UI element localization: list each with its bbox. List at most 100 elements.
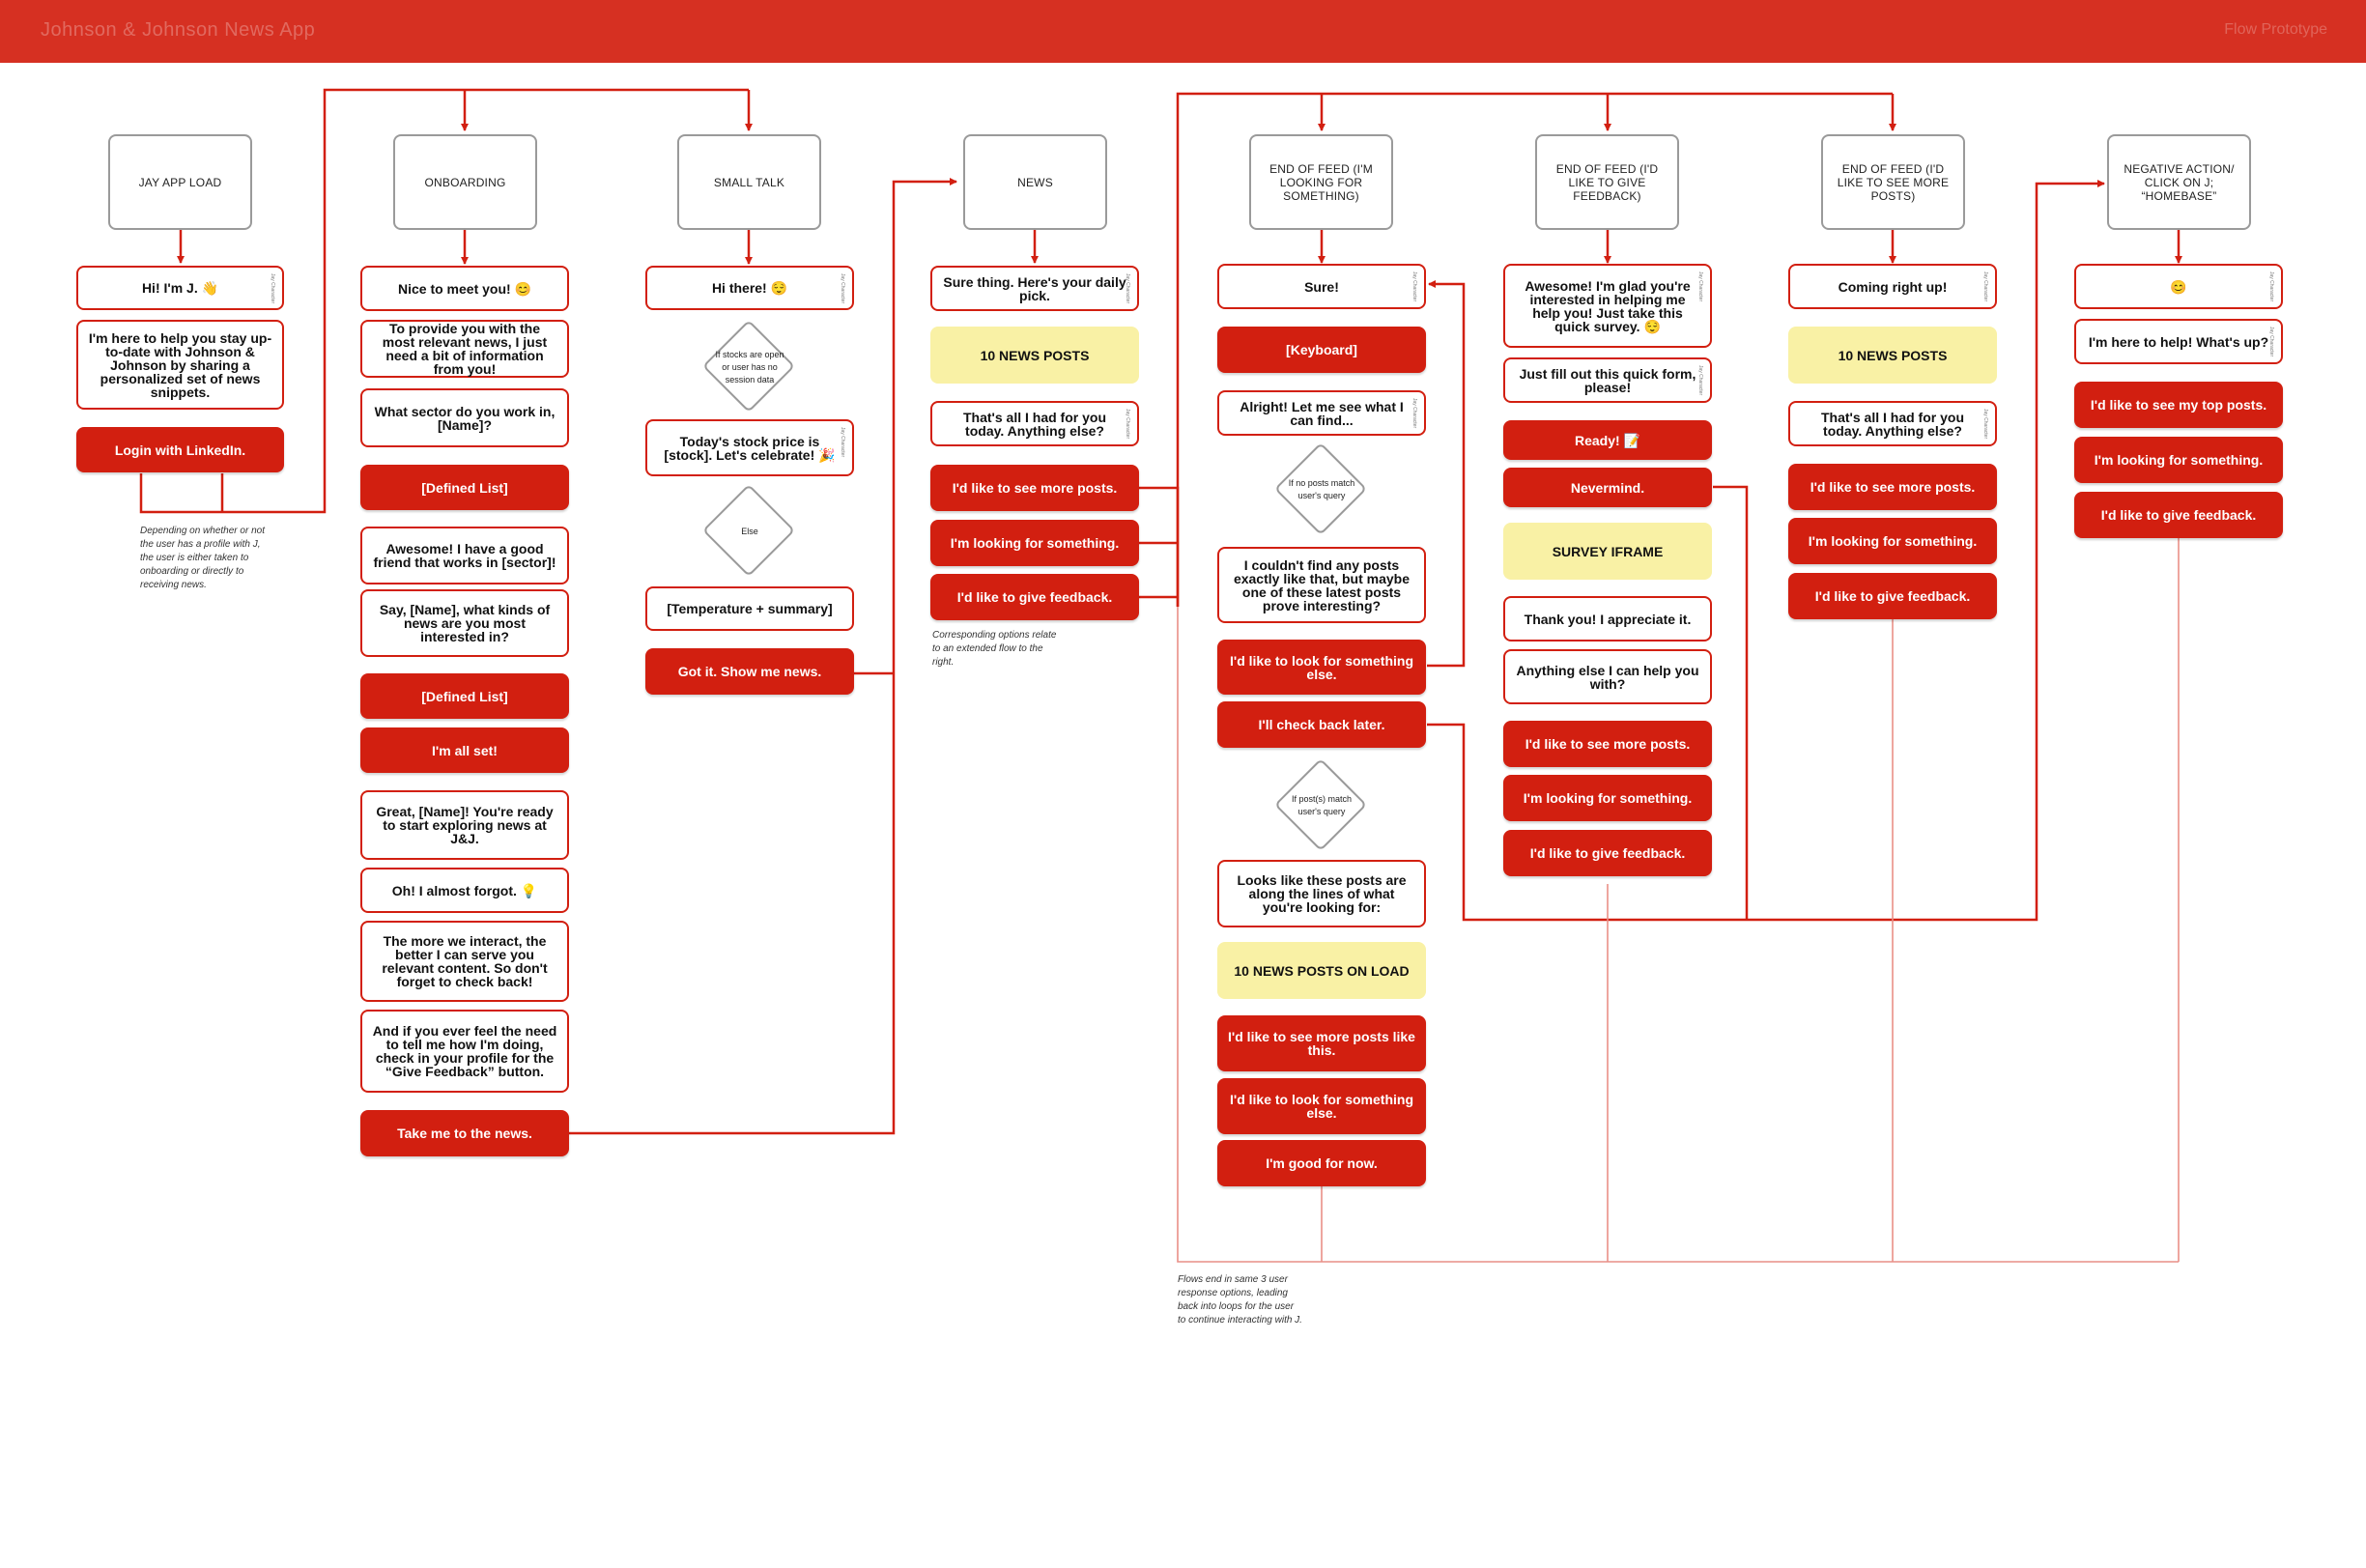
decision-diamond: Else: [701, 483, 796, 578]
bot-message-text: What sector do you work in, [Name]?: [374, 403, 556, 433]
bot-message: Hi there! 😌 Jay Character: [645, 266, 854, 310]
bot-message-text: I'm here to help you stay up-to-date wit…: [88, 329, 272, 400]
bot-message-text: Sure!: [1304, 278, 1339, 295]
header-negative-action: NEGATIVE ACTION/ CLICK ON J; “HOMEBASE”: [2107, 134, 2251, 230]
defined-list-button[interactable]: [Defined List]: [360, 465, 569, 510]
bot-message-text: Sure thing. Here's your daily pick.: [943, 273, 1126, 303]
bot-message-text: Awesome! I'm glad you're interested in h…: [1525, 277, 1691, 334]
bot-message-text: Anything else I can help you with?: [1516, 662, 1699, 692]
see-top-posts-button[interactable]: I'd like to see my top posts.: [2074, 382, 2283, 428]
bot-message-text: Hi! I'm J. 👋: [141, 280, 219, 296]
bot-message-text: The more we interact, the better I can s…: [382, 933, 548, 989]
watermark: Jay Character: [2268, 327, 2274, 357]
defined-list-button[interactable]: [Defined List]: [360, 673, 569, 719]
bot-message-text: I'm here to help! What's up?: [2088, 333, 2269, 350]
app-title: Johnson & Johnson News App: [41, 19, 316, 41]
see-more-posts-button[interactable]: I'd like to see more posts.: [1788, 464, 1997, 510]
bot-message-text: Say, [Name], what kinds of news are you …: [379, 602, 551, 644]
bot-message-text: I couldn't find any posts exactly like t…: [1233, 556, 1411, 613]
looking-for-something-button[interactable]: I'm looking for something.: [1503, 775, 1712, 821]
looking-for-something-button[interactable]: I'm looking for something.: [2074, 437, 2283, 483]
ready-button[interactable]: Ready! 📝: [1503, 420, 1712, 460]
bot-message: Nice to meet you! 😊: [360, 266, 569, 311]
watermark: Jay Character: [840, 273, 845, 304]
decision-diamond: If post(s) match user's query: [1273, 757, 1368, 852]
bot-message-text: [Temperature + summary]: [667, 601, 833, 616]
good-for-now-button[interactable]: I'm good for now.: [1217, 1140, 1426, 1186]
watermark: Jay Character: [1411, 398, 1417, 429]
watermark: Jay Character: [1697, 271, 1703, 302]
top-bar: Johnson & Johnson News App Flow Prototyp…: [0, 0, 2366, 63]
annotation-note: Flows end in same 3 user response option…: [1178, 1274, 1302, 1326]
header-jay-app-load: JAY APP LOAD: [108, 134, 252, 230]
watermark: Jay Character: [1982, 409, 1988, 440]
news-posts-on-load-block: 10 NEWS POSTS ON LOAD: [1217, 942, 1426, 999]
bot-message: I'm here to help! What's up? Jay Charact…: [2074, 319, 2283, 364]
nevermind-button[interactable]: Nevermind.: [1503, 468, 1712, 507]
header-end-feed-more-posts: END OF FEED (I'D LIKE TO SEE MORE POSTS): [1821, 134, 1965, 230]
give-feedback-button[interactable]: I'd like to give feedback.: [1788, 573, 1997, 619]
header-end-feed-feedback: END OF FEED (I'D LIKE TO GIVE FEEDBACK): [1535, 134, 1679, 230]
bot-message-text: 😊: [2170, 278, 2187, 295]
bot-message-text: Nice to meet you! 😊: [397, 280, 531, 297]
bot-message: I'm here to help you stay up-to-date wit…: [76, 320, 284, 410]
bot-message-text: That's all I had for you today. Anything…: [962, 409, 1106, 439]
keyboard-input-button[interactable]: [Keyboard]: [1217, 327, 1426, 373]
looking-for-something-button[interactable]: I'm looking for something.: [930, 520, 1139, 566]
give-feedback-button[interactable]: I'd like to give feedback.: [2074, 492, 2283, 538]
header-small-talk: SMALL TALK: [677, 134, 821, 230]
header-news: NEWS: [963, 134, 1107, 230]
bot-message-text: Awesome! I have a good friend that works…: [373, 541, 556, 570]
give-feedback-button[interactable]: I'd like to give feedback.: [930, 574, 1139, 620]
see-more-posts-button[interactable]: I'd like to see more posts.: [930, 465, 1139, 511]
bot-message: To provide you with the most relevant ne…: [360, 320, 569, 378]
bot-message-text: Thank you! I appreciate it.: [1524, 611, 1692, 627]
bot-message: Sure thing. Here's your daily pick. Jay …: [930, 266, 1139, 311]
login-linkedin-button[interactable]: Login with LinkedIn.: [76, 427, 284, 472]
bot-message-text: Coming right up!: [1838, 278, 1948, 295]
bot-message: The more we interact, the better I can s…: [360, 921, 569, 1002]
look-for-something-else-button[interactable]: I'd like to look for something else.: [1217, 640, 1426, 695]
header-onboarding: ONBOARDING: [393, 134, 537, 230]
bot-message: I couldn't find any posts exactly like t…: [1217, 547, 1426, 623]
bot-message: Thank you! I appreciate it.: [1503, 596, 1712, 641]
decision-diamond: If stocks are open or user has no sessio…: [701, 319, 796, 413]
app-meta: Flow Prototype: [2224, 21, 2327, 38]
take-me-to-news-button[interactable]: Take me to the news.: [360, 1110, 569, 1156]
watermark: Jay Character: [1697, 365, 1703, 396]
bot-message: Just fill out this quick form, please! J…: [1503, 357, 1712, 403]
show-me-news-button[interactable]: Got it. Show me news.: [645, 648, 854, 695]
see-more-posts-button[interactable]: I'd like to see more posts.: [1503, 721, 1712, 767]
bot-message-text: Alright! Let me see what I can find...: [1240, 398, 1404, 428]
decision-text: If no posts match user's query: [1288, 478, 1355, 500]
news-posts-block: 10 NEWS POSTS: [1788, 327, 1997, 384]
watermark: Jay Character: [1982, 271, 1988, 302]
annotation-note: Corresponding options relate to an exten…: [932, 630, 1057, 668]
bot-message-text: Hi there! 😌: [711, 280, 788, 296]
bot-message: Sure! Jay Character: [1217, 264, 1426, 309]
bot-message-text: Today's stock price is [stock]. Let's ce…: [664, 433, 836, 463]
check-back-later-button[interactable]: I'll check back later.: [1217, 701, 1426, 748]
all-set-button[interactable]: I'm all set!: [360, 727, 569, 773]
decision-text: If post(s) match user's query: [1291, 794, 1352, 816]
bot-message: Awesome! I'm glad you're interested in h…: [1503, 264, 1712, 348]
give-feedback-button[interactable]: I'd like to give feedback.: [1503, 830, 1712, 876]
decision-text: If stocks are open or user has no sessio…: [715, 349, 784, 385]
news-posts-block: 10 NEWS POSTS: [930, 327, 1139, 384]
look-for-something-else-button[interactable]: I'd like to look for something else.: [1217, 1078, 1426, 1134]
bot-message: Looks like these posts are along the lin…: [1217, 860, 1426, 927]
bot-message: Coming right up! Jay Character: [1788, 264, 1997, 309]
see-more-posts-like-this-button[interactable]: I'd like to see more posts like this.: [1217, 1015, 1426, 1071]
annotation-note: Depending on whether or not the user has…: [140, 526, 265, 590]
watermark: Jay Character: [840, 427, 845, 458]
bot-message: Alright! Let me see what I can find... J…: [1217, 390, 1426, 436]
bot-message: Hi! I'm J. 👋 Jay Character: [76, 266, 284, 310]
decision-diamond: If no posts match user's query: [1273, 442, 1368, 536]
bot-message: That's all I had for you today. Anything…: [1788, 401, 1997, 446]
bot-message-text: And if you ever feel the need to tell me…: [372, 1023, 557, 1079]
watermark: Jay Character: [1125, 409, 1130, 440]
bot-message: Today's stock price is [stock]. Let's ce…: [645, 419, 854, 476]
looking-for-something-button[interactable]: I'm looking for something.: [1788, 518, 1997, 564]
bot-message-text: To provide you with the most relevant ne…: [382, 321, 548, 377]
